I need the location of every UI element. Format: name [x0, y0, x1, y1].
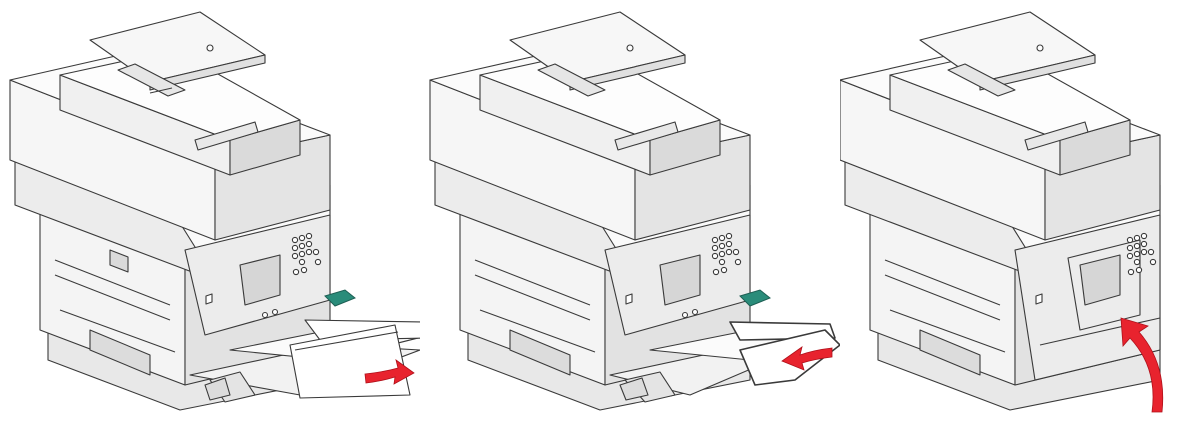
step-2-close-extension-panel: [410, 0, 840, 429]
multifunction-printer-icon: [410, 0, 840, 429]
step-1-remove-paper-panel: [0, 0, 420, 429]
multifunction-printer-icon: [840, 0, 1190, 429]
step-3-close-door-panel: [840, 0, 1190, 429]
multifunction-printer-icon: [0, 0, 420, 429]
